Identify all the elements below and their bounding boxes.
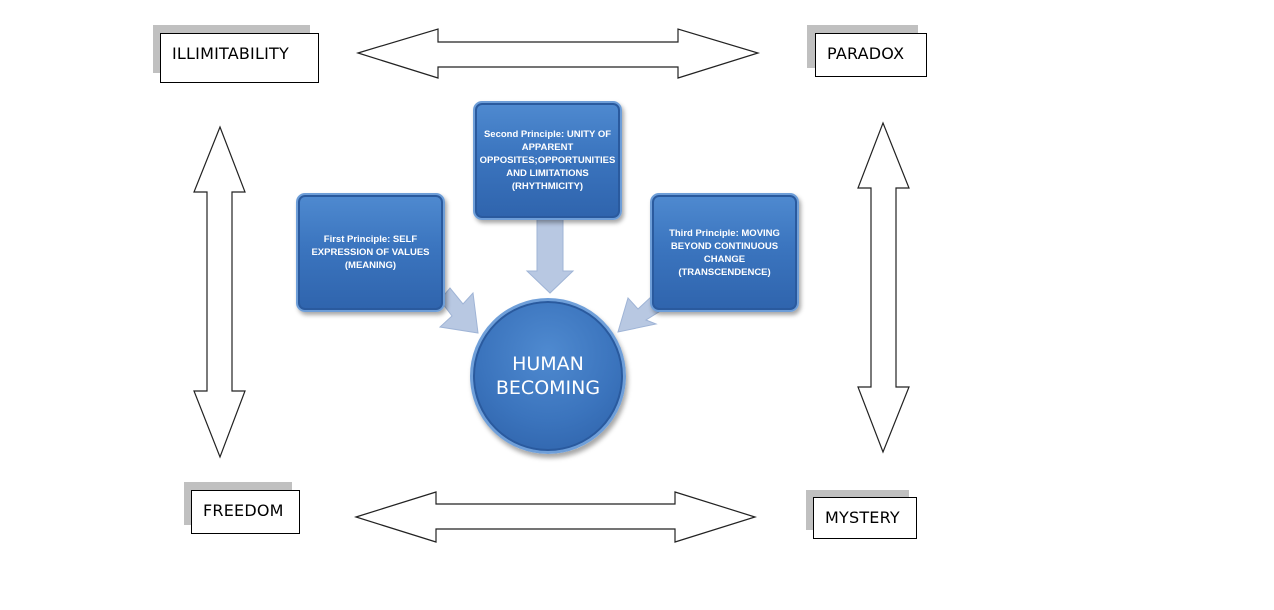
human-becoming-text: HUMAN BECOMING	[495, 353, 601, 399]
paradox-label: PARADOX	[815, 33, 927, 77]
freedom-label: FREEDOM	[191, 490, 300, 534]
first-principle-text: First Principle: SELF EXPRESSION OF VALU…	[311, 234, 430, 271]
mystery-label: MYSTERY	[813, 497, 917, 539]
first-principle-node: First Principle: SELF EXPRESSION OF VALU…	[296, 193, 445, 312]
double-arrow-left	[193, 125, 246, 459]
connector-arrow-first	[438, 287, 479, 334]
illimitability-label: ILLIMITABILITY	[160, 33, 319, 83]
human-becoming-node: HUMAN BECOMING	[470, 298, 626, 454]
double-arrow-right	[857, 121, 910, 454]
double-arrow-bottom	[353, 491, 758, 543]
third-principle-node: Third Principle: MOVING BEYOND CONTINUOU…	[650, 193, 799, 312]
second-principle-node: Second Principle: UNITY OF APPARENT OPPO…	[473, 101, 622, 220]
second-principle-text: Second Principle: UNITY OF APPARENT OPPO…	[479, 129, 616, 192]
connector-arrow-second	[525, 217, 575, 294]
third-principle-text: Third Principle: MOVING BEYOND CONTINUOU…	[669, 227, 780, 278]
double-arrow-top	[355, 28, 761, 79]
